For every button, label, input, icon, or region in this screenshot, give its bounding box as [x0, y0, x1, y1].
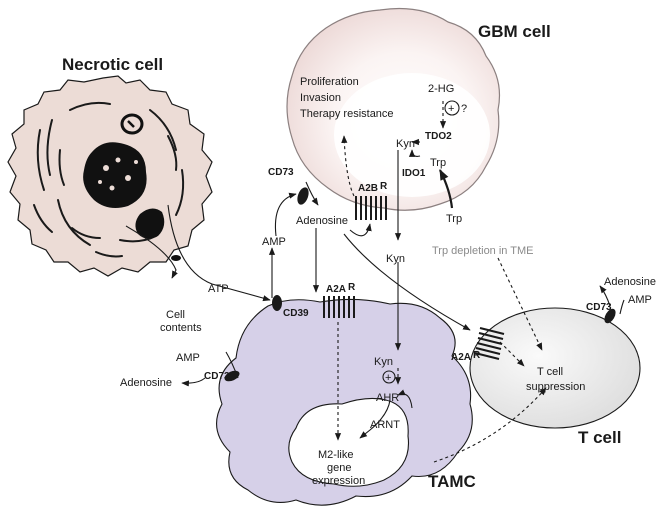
label-m2-1: M2-like: [318, 449, 353, 461]
a2b-receptor: [355, 196, 387, 220]
a2a-receptor-tcell: [474, 327, 505, 360]
tamc-nucleus: [288, 397, 410, 487]
label-kyn-tamc: Kyn: [374, 356, 393, 368]
t-cell-title: T cell: [578, 428, 621, 447]
label-tdo2: TDO2: [425, 131, 452, 142]
label-question: ?: [461, 103, 467, 115]
label-kyn-gbm: Kyn: [396, 138, 415, 150]
label-tcell-suppression-2: suppression: [526, 381, 585, 393]
label-adenosine-tamc: Adenosine: [120, 377, 172, 389]
pathway-arrows: [125, 100, 625, 463]
label-amp-center: AMP: [262, 236, 286, 248]
label-plus-tamc: +: [385, 372, 391, 384]
effect-invasion: Invasion: [300, 92, 341, 104]
gbm-cell-title: GBM cell: [478, 22, 551, 41]
label-m2-2: gene: [327, 462, 351, 474]
label-cd73-tcell: CD73: [586, 302, 612, 313]
tamc-cell: [216, 298, 473, 506]
tamc-cell-body: [216, 298, 473, 506]
label-m2-3: expression: [312, 475, 365, 487]
label-trp-outside: Trp: [446, 213, 462, 225]
a2a-tamc-r-text: R: [348, 282, 356, 293]
a2b-text: A2B: [358, 183, 378, 194]
a2b-r-text: R: [380, 181, 388, 192]
gbm-cell: [286, 7, 501, 211]
cd73-tcell-enzyme: [604, 308, 616, 324]
necrotic-cell: [7, 75, 213, 277]
a2a-tcell-text: A2A: [451, 352, 471, 363]
label-cell-contents-1: Cell: [166, 309, 185, 321]
label-ido1: IDO1: [402, 168, 426, 179]
label-trp-gbm: Trp: [430, 157, 446, 169]
t-cell-body: [469, 307, 641, 429]
label-arnt: ARNT: [370, 419, 400, 431]
necrotic-cell-title: Necrotic cell: [62, 55, 163, 74]
label-a2b-r: A2B R: [358, 181, 388, 194]
label-a2a-r-tcell: A2A R: [451, 350, 481, 363]
effect-therapy-resistance: Therapy resistance: [300, 108, 394, 120]
a2a-receptor-tamc: [323, 296, 355, 318]
label-amp-tcell: AMP: [628, 294, 652, 306]
necrotic-nucleus-fragments: [83, 113, 181, 261]
necrotic-membrane-fragments: [33, 101, 185, 258]
a2a-tcell-r-text: R: [473, 350, 481, 361]
label-2hg: 2-HG: [428, 83, 454, 95]
label-atp: ATP: [208, 283, 229, 295]
label-amp-tamc: AMP: [176, 352, 200, 364]
label-adenosine-center: Adenosine: [296, 215, 348, 227]
effect-proliferation: Proliferation: [300, 76, 359, 88]
necrotic-nucleus-holes: [98, 157, 138, 191]
label-tcell-suppression-1: T cell: [537, 366, 563, 378]
label-cd39: CD39: [283, 308, 309, 319]
label-trp-depletion: Trp depletion in TME: [432, 245, 534, 257]
label-ahr: AHR: [376, 392, 399, 404]
tamc-title: TAMC: [428, 472, 476, 491]
label-plus-gbm: +: [448, 103, 454, 115]
label-adenosine-tcell: Adenosine: [604, 276, 656, 288]
label-kyn-mid: Kyn: [386, 253, 405, 265]
cd39-enzyme: [272, 295, 282, 311]
cd73-gbm-enzyme: [297, 187, 309, 205]
gbm-nucleus: [334, 73, 490, 197]
label-cd73-tamc: CD73: [204, 371, 230, 382]
a2a-tamc-text: A2A: [326, 284, 346, 295]
label-cell-contents-2: contents: [160, 322, 202, 334]
label-cd73-gbm: CD73: [268, 167, 294, 178]
label-a2a-r-tamc: A2A R: [326, 282, 356, 295]
